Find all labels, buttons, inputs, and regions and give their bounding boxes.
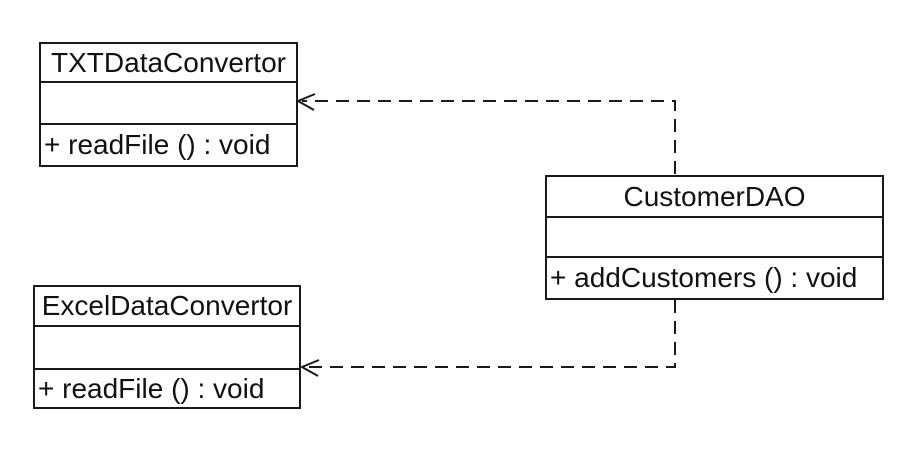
class-box-customerdao[interactable]: CustomerDAO + addCustomers () : void [545, 175, 884, 300]
method-label: + addCustomers () : void [550, 262, 858, 293]
method-label: + readFile () : void [38, 372, 265, 404]
open-arrowhead-icon [299, 359, 320, 377]
dashed-line [302, 100, 676, 174]
dependency-edge-customerdao-to-exceldataconvertor [299, 300, 676, 377]
dependency-edge-customerdao-to-txtdataconvertor [295, 93, 676, 174]
class-box-txtdataconvertor[interactable]: TXTDataConvertor + readFile () : void [39, 42, 298, 167]
dashed-line [306, 300, 676, 368]
attributes-compartment [35, 327, 299, 370]
attributes-compartment [547, 218, 882, 258]
class-name: TXTDataConvertor [41, 44, 296, 83]
attributes-compartment [41, 83, 296, 125]
class-box-exceldataconvertor[interactable]: ExcelDataConvertor + readFile () : void [33, 285, 301, 409]
class-name: ExcelDataConvertor [35, 287, 299, 327]
class-name: CustomerDAO [547, 177, 882, 218]
method-label: + readFile () : void [44, 129, 271, 160]
open-arrowhead-icon [295, 93, 316, 111]
